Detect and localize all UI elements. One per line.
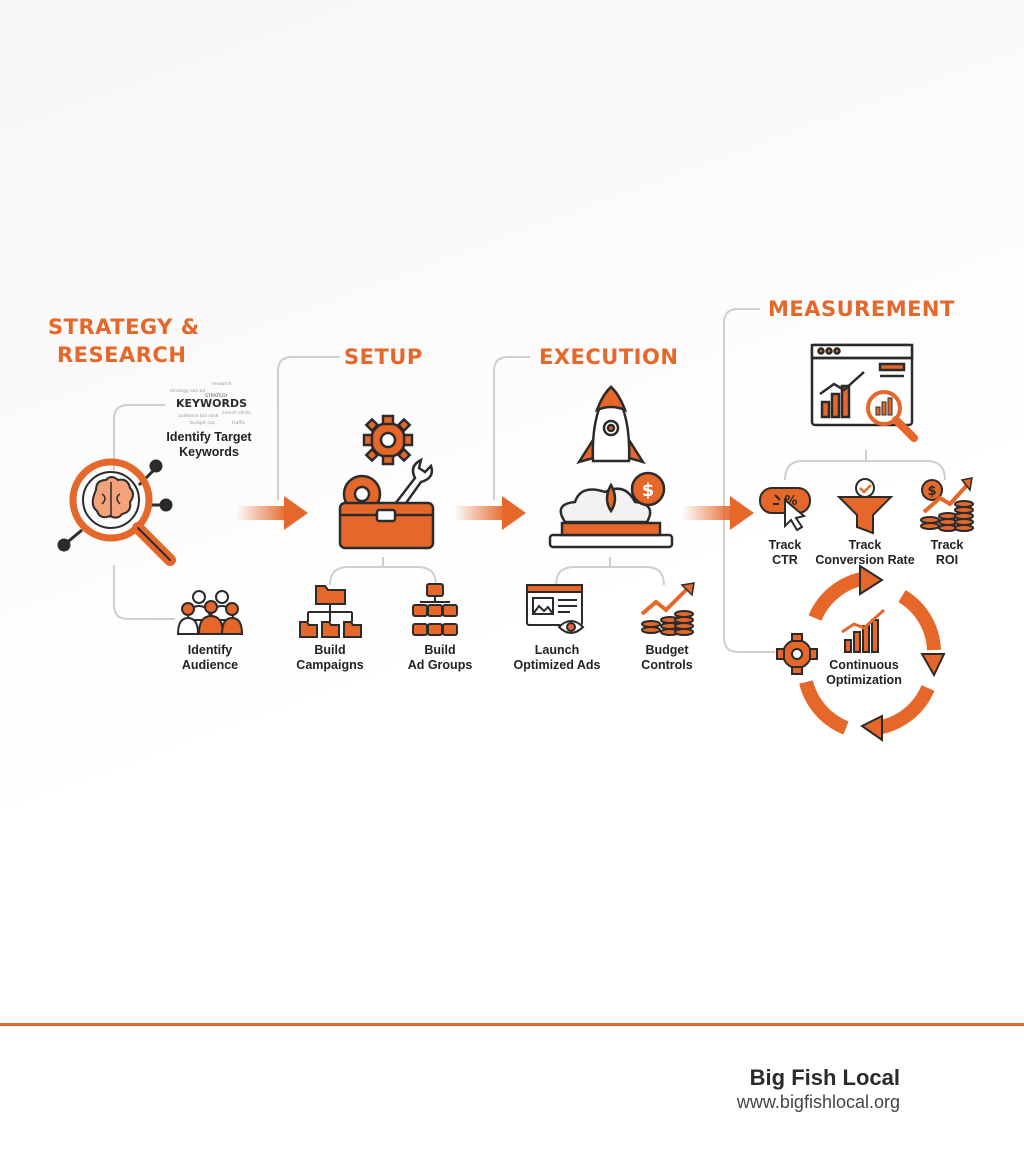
roi-coins-icon: $ [920, 477, 974, 532]
label-line: Optimization [826, 673, 902, 687]
label-line: Identify Target [166, 430, 252, 444]
keywords-cloud-label: KEYWORDS [176, 397, 248, 410]
label-line: Track [930, 538, 964, 552]
svg-text:$: $ [642, 480, 655, 501]
track-roi-label: Track ROI [912, 538, 982, 568]
keywords-cloud-icon: strategy seo ad research STRATEGY audien… [170, 381, 251, 426]
ad-browser-eye-icon [526, 584, 585, 634]
conversion-funnel-icon [836, 478, 894, 535]
folder-hierarchy-icon [299, 585, 362, 638]
label-line: Build [424, 643, 456, 657]
svg-text:research: research [212, 381, 232, 387]
label-line: Controls [641, 658, 693, 672]
brand-url[interactable]: www.bigfishlocal.org [736, 1092, 900, 1112]
ad-group-hierarchy-icon [412, 583, 458, 636]
svg-text:$: $ [927, 484, 936, 499]
label-line: Launch [534, 643, 580, 657]
label-line: Ad Groups [407, 658, 473, 672]
label-line: Track [768, 538, 802, 552]
label-line: CTR [772, 553, 798, 567]
flow-arrows [236, 496, 754, 530]
strategy-research-title: STRATEGY & RESEARCH [48, 313, 200, 369]
svg-text:search clicks: search clicks [222, 410, 251, 416]
footer-divider [0, 1023, 1024, 1026]
budget-coins-icon [640, 582, 695, 636]
label-line: ROI [935, 553, 959, 567]
label-line: Keywords [179, 445, 239, 459]
label-line: Conversion Rate [815, 553, 915, 567]
label-line: Track [848, 538, 882, 552]
svg-text:strategy seo ad: strategy seo ad [170, 388, 205, 394]
label-line: Identify [187, 643, 233, 657]
setup-title: SETUP [344, 345, 423, 369]
launch-optimized-ads-label: Launch Optimized Ads [502, 643, 612, 673]
budget-controls-label: Budget Controls [622, 643, 712, 673]
identify-audience-label: Identify Audience [160, 643, 260, 673]
build-ad-groups-label: Build Ad Groups [390, 643, 490, 673]
brand-name: Big Fish Local [749, 1065, 900, 1090]
build-campaigns-label: Build Campaigns [280, 643, 380, 673]
toolbox-icon [338, 414, 435, 550]
svg-text:STRATEGY: STRATEGY [205, 393, 228, 399]
rocket-launch-icon: $ [548, 385, 674, 549]
footer [0, 1026, 1024, 1154]
strategy-title-line2: RESEARCH [57, 343, 187, 367]
continuous-optimization-label: Continuous Optimization [810, 658, 918, 688]
label-line: Budget [645, 643, 689, 657]
label-line: Build [314, 643, 346, 657]
ctr-click-icon: % [759, 487, 811, 532]
execution-title: EXECUTION [539, 345, 679, 369]
label-line: Optimized Ads [513, 658, 601, 672]
analytics-dashboard-icon [810, 343, 918, 442]
label-line: Campaigns [296, 658, 364, 672]
strategy-title-line1: STRATEGY & [48, 315, 200, 339]
svg-text:audience bid rank: audience bid rank [178, 413, 219, 419]
identify-target-keywords-label: Identify Target Keywords [150, 430, 268, 460]
track-ctr-label: Track CTR [745, 538, 825, 568]
measurement-title: MEASUREMENT [768, 297, 955, 321]
svg-text:traffic: traffic [232, 420, 246, 426]
optimization-cycle-icon [776, 564, 946, 742]
track-conversion-rate-label: Track Conversion Rate [805, 538, 925, 568]
brain-magnifier-icon [57, 458, 176, 566]
audience-people-icon [176, 590, 244, 635]
label-line: Audience [181, 658, 239, 672]
connector-lines [113, 308, 946, 653]
svg-text:budget cpc: budget cpc [190, 420, 216, 426]
label-line: Continuous [829, 658, 899, 672]
